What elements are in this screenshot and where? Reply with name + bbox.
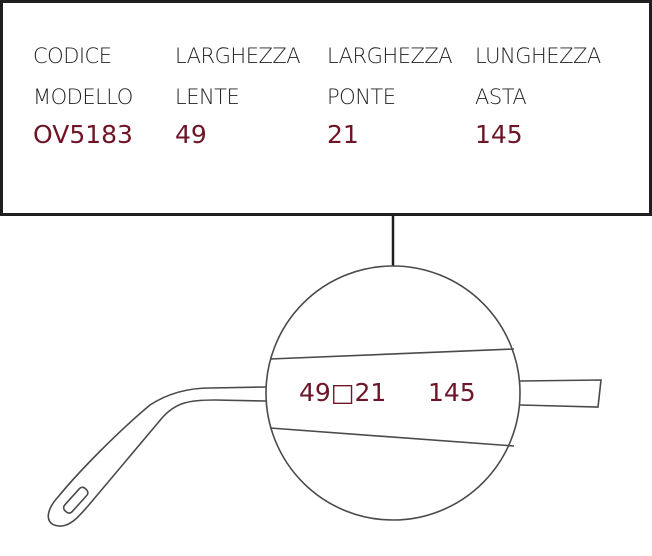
spec-value-lens-width: 49 (175, 120, 207, 149)
spec-value-temple-length: 145 (475, 120, 523, 149)
spec-table-box: CODICE MODELLO OV5183 LARGHEZZA LENTE 49… (0, 0, 652, 216)
spec-value-model-code: OV5183 (33, 120, 133, 149)
spec-label: LENTE (175, 85, 240, 109)
temple-arm-icon (47, 386, 267, 527)
temple-band-top-edge (269, 348, 515, 360)
spec-column-temple-length: LUNGHEZZA ASTA (475, 36, 601, 118)
spec-value-bridge-width: 21 (327, 120, 359, 149)
spec-column-model-code: CODICE MODELLO (33, 36, 133, 118)
engraving-lens-width: 49 (299, 378, 331, 407)
spec-column-bridge-width: LARGHEZZA PONTE (327, 36, 453, 118)
spec-label: LUNGHEZZA (475, 44, 601, 68)
temple-hinge-stub-icon (519, 379, 602, 408)
spec-label: PONTE (327, 85, 396, 109)
engraving-temple-length: 145 (428, 378, 476, 407)
spec-label: CODICE (33, 44, 112, 68)
spec-label: MODELLO (33, 85, 133, 109)
engraving-bridge-width: 21 (354, 378, 387, 407)
spec-label: ASTA (475, 85, 527, 109)
square-separator-icon: □ (330, 378, 355, 407)
spec-column-lens-width: LARGHEZZA LENTE (175, 36, 301, 118)
spec-label: LARGHEZZA (175, 44, 301, 68)
magnifier-circle (265, 265, 521, 521)
spec-label: LARGHEZZA (327, 44, 453, 68)
engraving-size-marking: 49□21 (299, 378, 386, 407)
temple-band-bottom-edge (269, 427, 515, 447)
